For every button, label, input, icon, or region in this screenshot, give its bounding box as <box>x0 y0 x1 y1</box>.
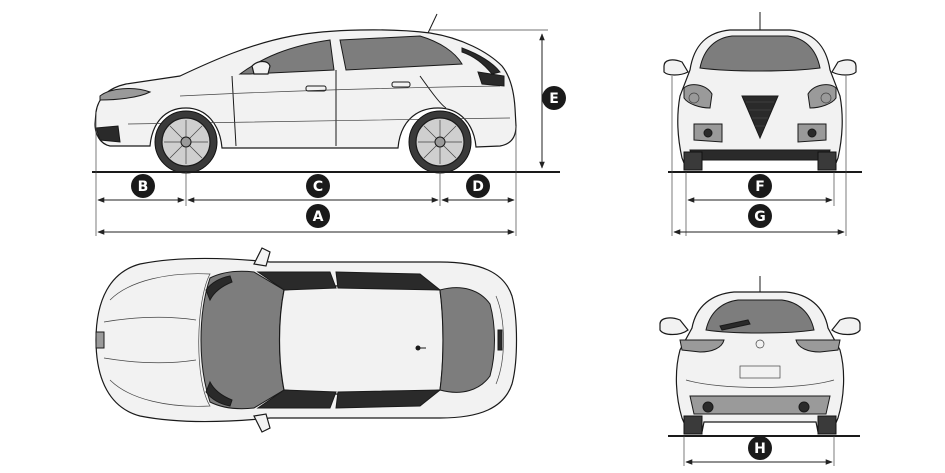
rear-right-tyre <box>817 415 837 435</box>
front-door-handle <box>305 85 327 92</box>
badge-H <box>748 436 772 460</box>
top-hood-line <box>109 273 211 407</box>
rear-view-car <box>659 276 861 435</box>
top-left-front-glass <box>256 271 337 291</box>
rear-plate-recess <box>739 365 781 379</box>
top-right-mirror <box>253 413 271 433</box>
top-hood-creases <box>103 316 197 364</box>
side-view-car <box>94 13 517 174</box>
rear-door-shut <box>419 75 447 109</box>
front-view-car <box>663 12 857 171</box>
dimension-C: C <box>187 174 439 203</box>
dimension-E: E <box>430 29 566 169</box>
rear-left-tyre <box>683 415 703 435</box>
rear-left-taillight <box>679 339 725 353</box>
dimension-G: G <box>673 204 845 235</box>
front-right-lamp-ring <box>820 92 832 104</box>
top-rear-edge <box>495 295 504 385</box>
rear-right-taillight <box>795 339 841 353</box>
label-H: H <box>754 441 766 457</box>
badge-D <box>466 174 490 198</box>
front-door-edge <box>231 75 237 147</box>
top-right-front-glass <box>256 389 337 409</box>
top-wiper-left <box>205 275 233 302</box>
front-left-foglight <box>703 128 713 138</box>
rear-right-mirror <box>831 317 861 336</box>
rear-wiper <box>719 319 751 331</box>
badge-E <box>542 86 566 110</box>
badge-B <box>131 174 155 198</box>
front-right-foglight <box>807 128 817 138</box>
antenna <box>427 13 438 34</box>
label-F: F <box>755 179 765 195</box>
label-D: D <box>472 179 484 195</box>
dimension-B: B <box>97 174 185 203</box>
rear-badge <box>755 339 765 349</box>
rear-right-exhaust <box>798 401 810 413</box>
top-view-car <box>95 247 518 433</box>
rear-door-handle <box>391 81 411 88</box>
top-antenna-base <box>415 345 421 351</box>
rear-diffuser <box>689 395 831 415</box>
rear-left-mirror <box>659 317 689 336</box>
dimension-D: D <box>441 174 515 203</box>
top-left-mirror <box>253 247 271 267</box>
side-rear-wheel <box>408 110 472 174</box>
top-front-badge <box>95 331 105 349</box>
badge-A <box>306 204 330 228</box>
front-left-mirror <box>663 59 689 76</box>
front-left-tyre <box>683 151 703 171</box>
side-headlight <box>99 88 152 101</box>
front-right-mirror <box>831 59 857 76</box>
side-front-intake <box>95 125 121 143</box>
label-C: C <box>313 179 323 195</box>
front-windshield <box>699 35 821 72</box>
top-roof <box>278 284 444 396</box>
grille-bars <box>746 101 774 127</box>
front-grille-shield <box>741 95 779 140</box>
rear-left-exhaust <box>702 401 714 413</box>
label-A: A <box>313 209 324 225</box>
badge-G <box>748 204 772 228</box>
top-windshield <box>200 270 285 410</box>
side-front-wheel <box>154 110 218 174</box>
top-rear-wiper <box>497 329 503 351</box>
dimension-F: F <box>687 174 833 203</box>
label-G: G <box>754 209 766 225</box>
label-E: E <box>549 91 559 107</box>
rear-bumper-line <box>685 379 835 388</box>
side-mirror <box>251 60 271 75</box>
side-taillight <box>477 71 505 87</box>
front-right-tyre <box>817 151 837 171</box>
front-left-lamp-ring <box>688 92 700 104</box>
badge-F <box>748 174 772 198</box>
badge-C <box>306 174 330 198</box>
top-wiper-right <box>205 380 233 407</box>
dimension-A: A <box>97 204 515 235</box>
dimension-H: H <box>685 436 833 465</box>
top-rear-window <box>439 287 495 393</box>
side-rear-window <box>339 35 463 71</box>
label-B: B <box>138 179 149 195</box>
front-lower-splitter <box>689 149 831 161</box>
